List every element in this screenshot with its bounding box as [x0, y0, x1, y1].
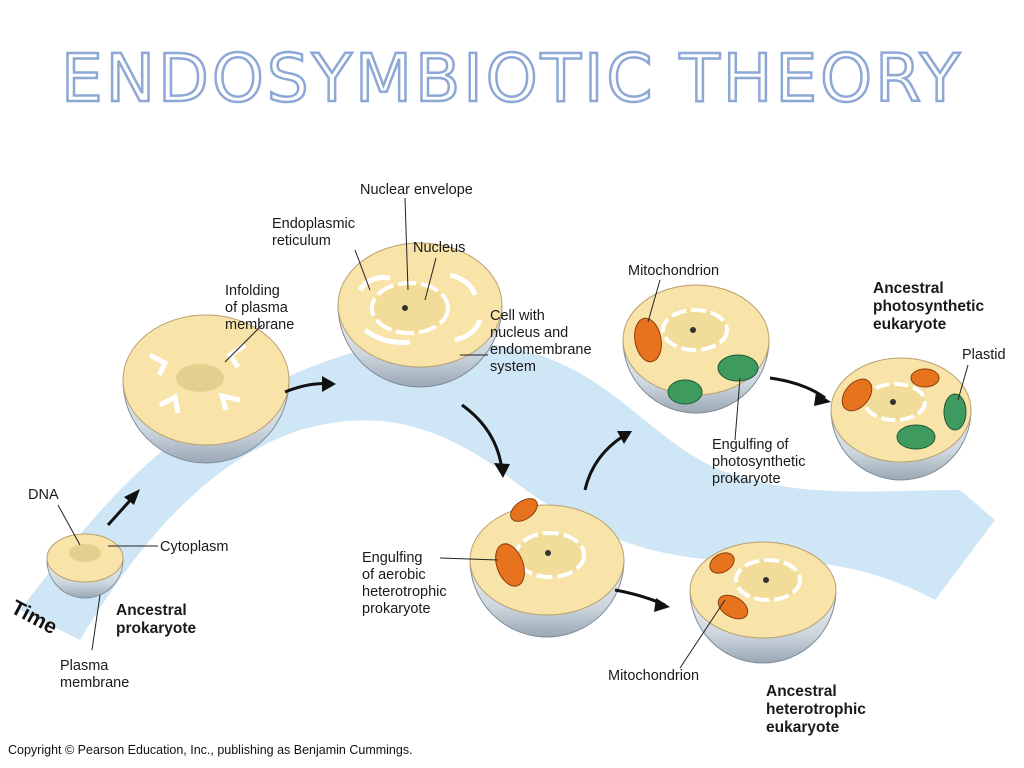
label-nuclear-envelope: Nuclear envelope — [360, 182, 473, 198]
label-ancestral-prokaryote: Ancestral prokaryote — [116, 602, 197, 637]
cell-ancestral-heterotrophic — [689, 541, 837, 664]
label-plastid: Plastid — [962, 347, 1006, 363]
label-endoplasmic-reticulum: Endoplasmic reticulum — [272, 216, 356, 249]
label-mitochondrion-top: Mitochondrion — [628, 263, 720, 279]
label-mitochondrion-bottom: Mitochondrion — [608, 668, 700, 684]
label-engulfing-photosynthetic: Engulfing of photosynthetic prokaryote — [712, 437, 806, 487]
cell-infolding — [122, 314, 290, 464]
label-engulfing-aerobic: Engulfing of aerobic heterotrophic proka… — [362, 550, 447, 617]
label-cell-with-nucleus: Cell with nucleus and endomembrane syste… — [490, 308, 592, 375]
copyright-notice: Copyright © Pearson Education, Inc., pub… — [8, 743, 413, 757]
label-ancestral-heterotrophic: Ancestral heterotrophic eukaryote — [766, 683, 866, 736]
arrow-heads — [124, 376, 831, 612]
cell-engulfing-aerobic — [469, 498, 625, 638]
cell-nucleus-endomembrane — [337, 242, 503, 388]
cell-ancestral-photosynthetic — [830, 357, 972, 481]
page-title: ENDOSYMBIOTIC THEORY — [60, 39, 964, 119]
label-cytoplasm: Cytoplasm — [160, 539, 229, 555]
label-infolding: Infolding of plasma membrane — [225, 283, 295, 333]
leader-lines — [57, 197, 969, 669]
cell-ancestral-prokaryote — [46, 533, 124, 599]
label-nucleus: Nucleus — [413, 240, 466, 256]
label-dna: DNA — [28, 487, 59, 503]
label-plasma-membrane: Plasma membrane — [60, 658, 130, 691]
cell-engulfing-photosynthetic — [622, 284, 770, 414]
label-ancestral-photosynthetic: Ancestral photosynthetic eukaryote — [873, 280, 985, 333]
